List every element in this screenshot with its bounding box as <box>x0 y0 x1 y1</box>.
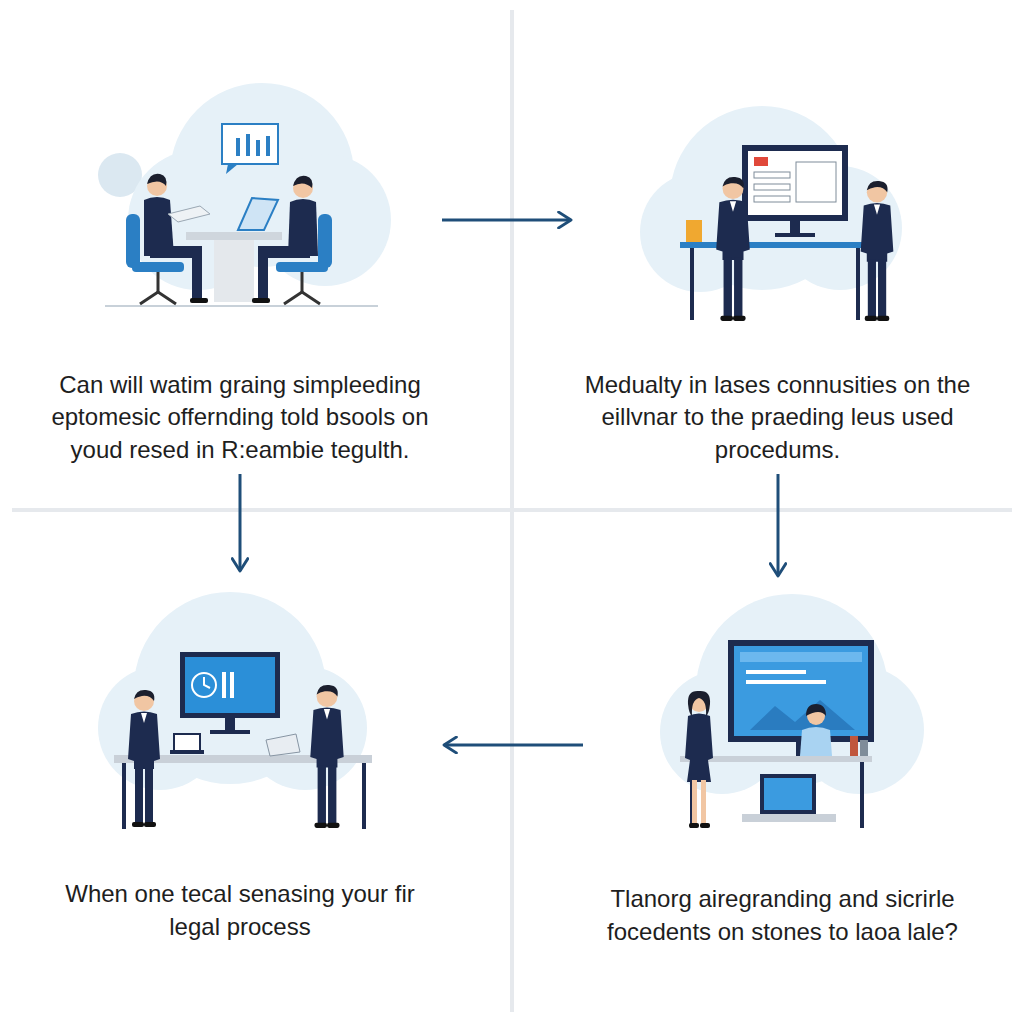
step-panel: Can will watim graing simpleeding eptome… <box>40 70 440 470</box>
review-scene <box>98 592 372 829</box>
step-panel: When one tecal senasing your fir legal p… <box>40 575 440 947</box>
step-caption: Tlanorg airegranding and sicrirle focede… <box>591 883 974 948</box>
step-panel: Medualty in lases connusities on the eil… <box>575 75 980 470</box>
flow-arrow <box>777 474 780 576</box>
step-panel: Tlanorg airegranding and sicrirle focede… <box>585 580 980 952</box>
presentation-scene <box>640 106 902 321</box>
flow-arrow <box>442 219 571 222</box>
divider-line <box>12 508 1012 512</box>
step-caption: Can will watim graing simpleeding eptome… <box>46 369 434 466</box>
meeting-scene <box>98 83 391 306</box>
step-caption: Medualty in lases connusities on the eil… <box>581 369 974 466</box>
flow-arrow <box>444 744 583 747</box>
flow-arrow <box>239 474 242 571</box>
step-caption: When one tecal senasing your fir legal p… <box>46 878 434 943</box>
office-scene <box>660 594 924 828</box>
